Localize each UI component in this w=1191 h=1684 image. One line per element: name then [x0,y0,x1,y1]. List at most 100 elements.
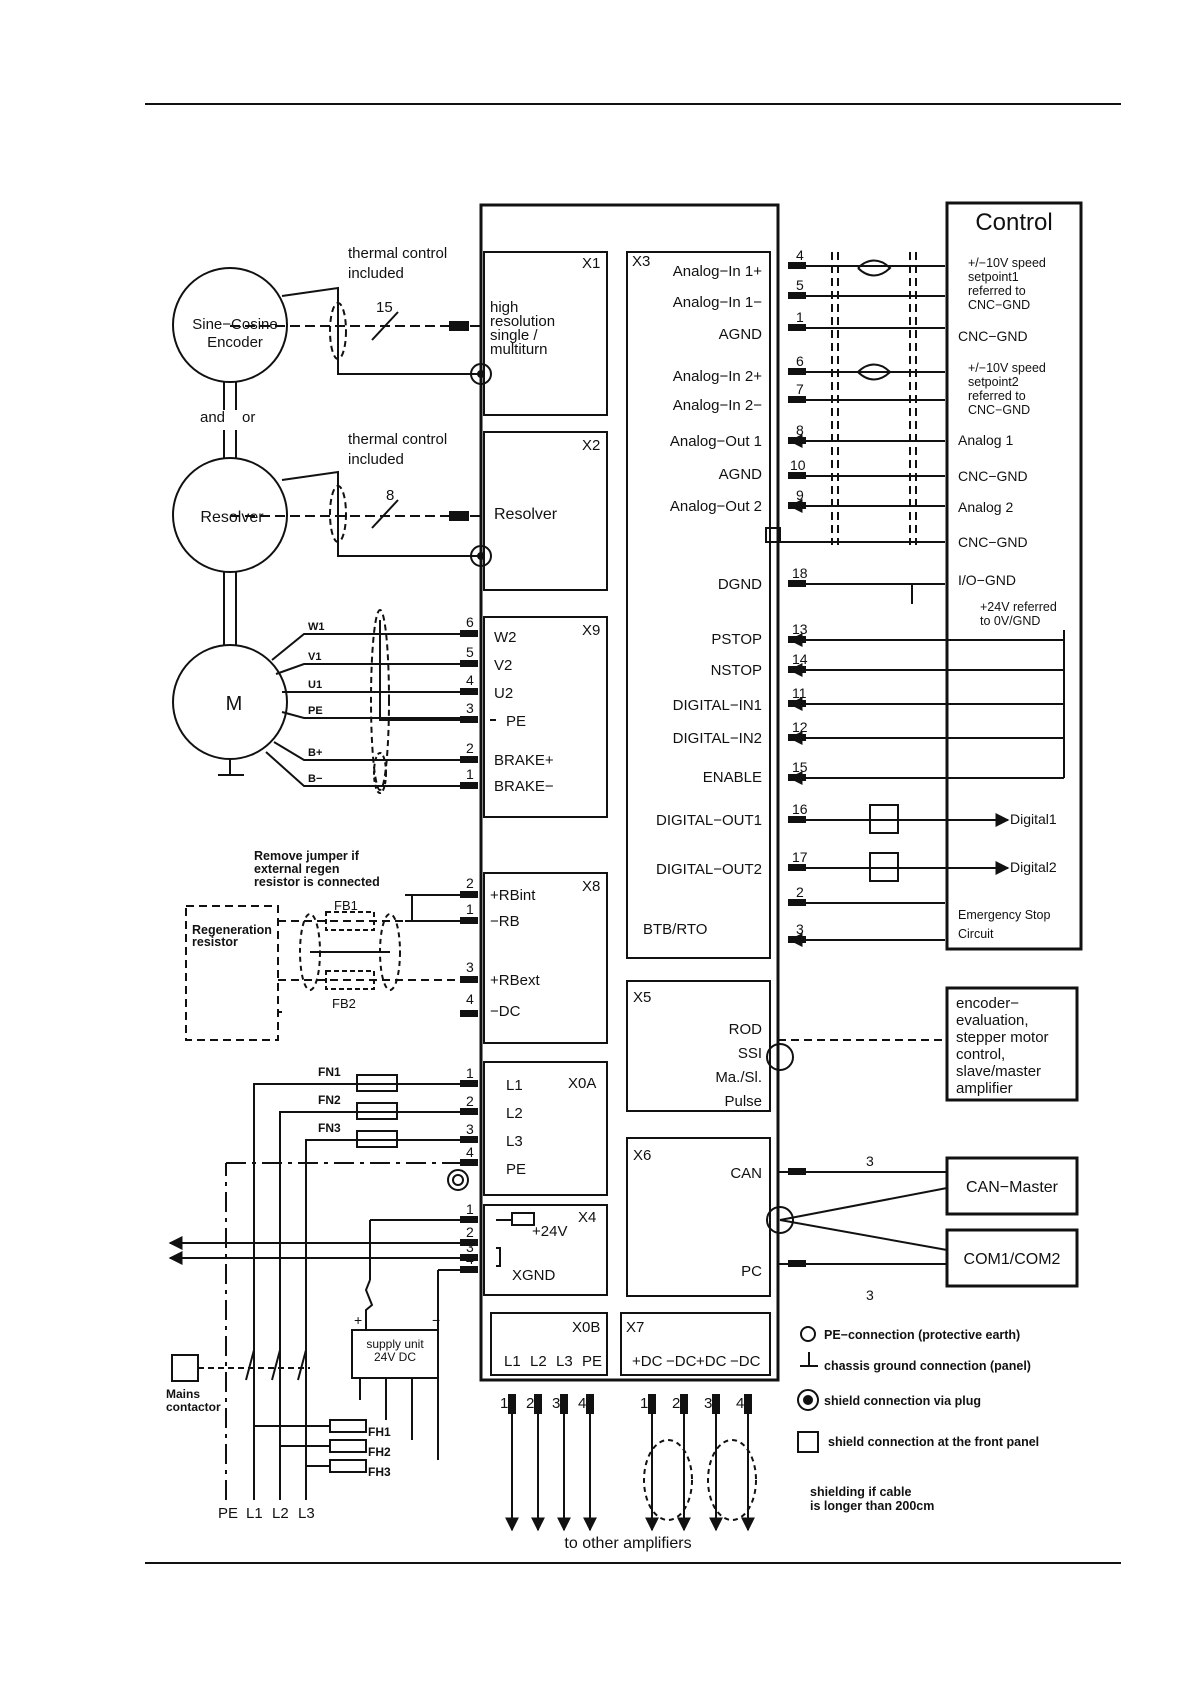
x8-signal: +RBint [490,887,536,904]
x7-pin: 2 [672,1395,680,1412]
encoder-eval-box [945,986,1079,1102]
regen-resistor-box [185,905,279,1041]
x3-signal: PSTOP [711,631,762,648]
x0a-signal: L1 [506,1077,523,1094]
resolver-thermal-line2: included [348,451,404,468]
x3-lines [788,265,1065,947]
x4-label: X4 [578,1209,596,1226]
x9-signal: W2 [494,629,517,646]
x3-pin: 15 [792,759,808,775]
sine-cosine-encoder-circle [172,267,288,383]
x0b-label: X0B [572,1319,600,1336]
control-analog2: Analog 2 [958,499,1013,515]
x8-pin: 4 [466,991,474,1007]
x0a-block [483,1061,608,1196]
mains-bottom-label: L3 [298,1505,315,1522]
control-sig2-line3: referred to [968,389,1026,403]
fuse-fn1: FN1 [318,1065,341,1079]
control-title: Control [975,209,1052,236]
control-estop-line1: Emergency Stop [958,908,1050,922]
x1-label: X1 [582,255,600,272]
legend-shielding-line1: shielding if cable [810,1485,911,1499]
mains-bottom-label: L2 [272,1505,289,1522]
x9-signal: BRAKE− [494,778,554,795]
x1-block [483,251,608,416]
x3-pin: 1 [796,309,804,325]
legend-plug: shield connection via plug [824,1394,981,1408]
x7-pin: 4 [736,1395,744,1412]
top-rule [145,103,1121,105]
x4-xgnd: XGND [512,1267,556,1284]
x3-signal: DGND [718,576,762,593]
control-sig1-line3: referred to [968,284,1026,298]
x9-pin: 5 [466,644,474,660]
x3-pin: 11 [792,685,807,701]
x3-signal: Analog−In 1− [673,294,762,311]
x9-signal: BRAKE+ [494,752,554,769]
x9-pin: 6 [466,614,474,630]
to-other-amplifiers: to other amplifiers [564,1535,691,1552]
legend-chassis: chassis ground connection (panel) [824,1359,1031,1373]
and-label: and [200,409,225,426]
x4-block [483,1204,608,1296]
x5-box-line: slave/master [956,1063,1041,1080]
jumper-note-line1: Remove jumper if [254,849,360,863]
x3-signal: DIGITAL−OUT2 [656,861,762,878]
x5-block [626,980,771,1112]
resolver-cable-count: 8 [386,487,394,504]
x5-row: ROD [729,1021,763,1038]
x0b-pin: 1 [500,1395,508,1412]
x3-signal: Analog−Out 2 [670,498,762,515]
can-cable-count: 3 [866,1153,874,1169]
x7-signal: −DC [666,1353,697,1370]
supply-line2: 24V DC [374,1350,416,1364]
motor-wire: U1 [308,679,322,691]
control-cnc-gnd-1: CNC−GND [958,328,1028,344]
x1-text-line4: multiturn [490,341,548,358]
x5-box-line: amplifier [956,1080,1013,1097]
x3-pin: 18 [792,565,808,581]
x1-text-line2: resolution [490,313,555,330]
x3-signal: AGND [719,326,763,343]
x8-pin: 3 [466,959,474,975]
x5-box-line: evaluation, [956,1012,1029,1029]
can-master-box [945,1156,1079,1216]
x3-signal: Analog−In 2− [673,397,762,414]
x3-pin: 12 [792,719,808,735]
control-sig2-line4: CNC−GND [968,403,1030,417]
x5-row: Pulse [724,1093,762,1110]
control-cnc-gnd-3: CNC−GND [958,534,1028,550]
control-ref24-line2: to 0V/GND [980,614,1040,628]
x7-signal: +DC [632,1353,663,1370]
x5-box-line: encoder− [956,995,1019,1012]
regen-resistor-line2: resistor [192,935,238,949]
bottom-rule [145,1562,1121,1564]
control-analog1: Analog 1 [958,432,1013,448]
x3-pin: 4 [796,247,804,263]
x5-box-line: stepper motor [956,1029,1049,1046]
x0b-signal: L2 [530,1353,547,1370]
x9-block [483,616,608,818]
x3-pin: 3 [796,921,804,937]
control-frame [945,201,1083,951]
x3-signal: DIGITAL−IN2 [673,730,762,747]
supply-minus: − [432,1312,440,1328]
fuse-fh1: FH1 [368,1425,391,1439]
legend-front: shield connection at the front panel [828,1435,1039,1449]
jumper-note-line3: resistor is connected [254,875,380,889]
x2-text: Resolver [494,506,558,523]
fuse-fh2: FH2 [368,1445,391,1459]
x3-pin: 5 [796,277,804,293]
x0b-pin: 4 [578,1395,586,1412]
motor-wire: B+ [308,747,322,759]
x0b-signal: L3 [556,1353,573,1370]
fb2-label: FB2 [332,996,356,1011]
motor-wire: W1 [308,621,325,633]
motor-wire: PE [308,705,323,717]
motor-wire: B− [308,773,322,785]
x4-pin: 3 [466,1239,474,1255]
x0b-block [490,1312,608,1376]
x0b-pin: 2 [526,1395,534,1412]
x0b-signal: L1 [504,1353,521,1370]
x4-pin: 4 [466,1251,474,1267]
